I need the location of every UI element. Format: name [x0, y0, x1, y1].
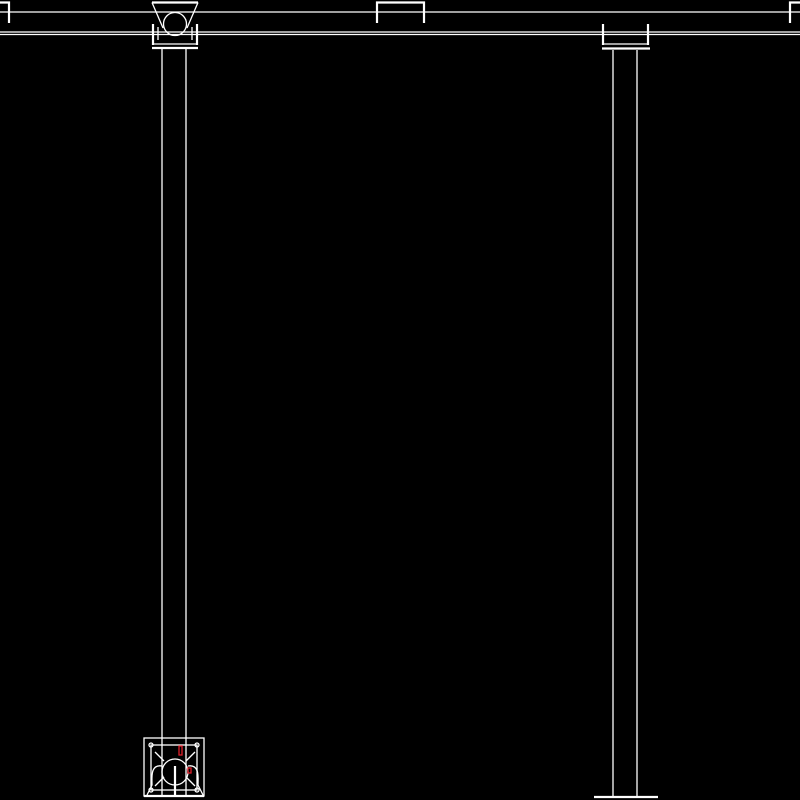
red-marker — [187, 767, 192, 774]
top-beam — [0, 11, 800, 36]
left-base-detail — [143, 737, 205, 798]
left-column — [161, 49, 187, 797]
right-column — [612, 50, 638, 797]
left-column-cap — [151, 1, 199, 50]
bracket-right-edge — [788, 1, 800, 23]
bracket-left-edge — [0, 1, 11, 23]
right-column-cap — [601, 24, 650, 50]
red-marker — [178, 745, 183, 756]
bracket-middle — [375, 1, 426, 23]
